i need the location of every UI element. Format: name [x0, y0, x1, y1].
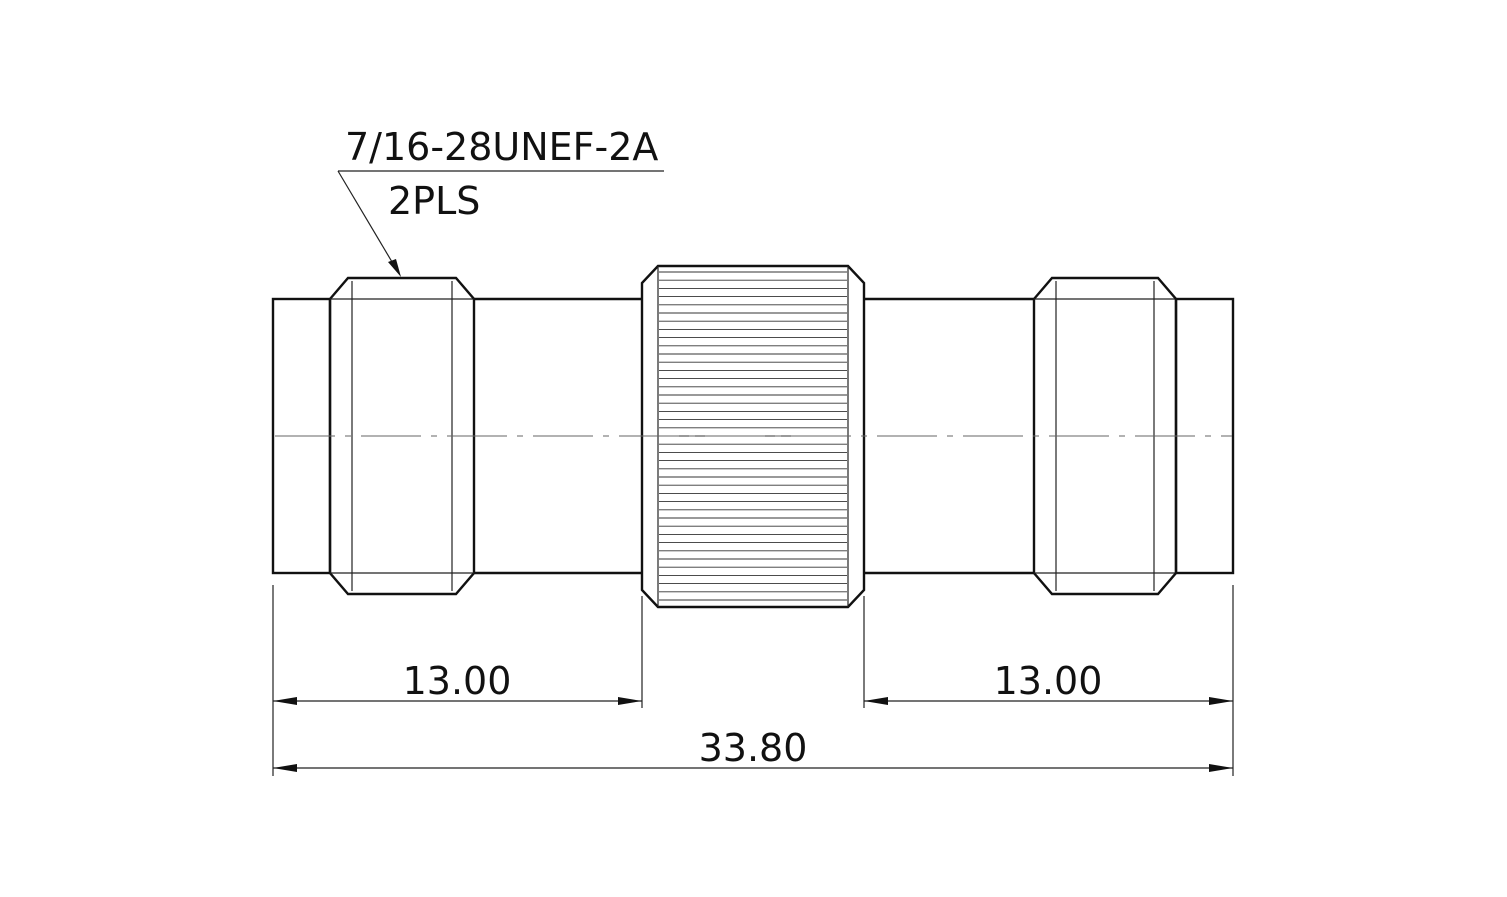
callout-arrowhead: [388, 259, 401, 277]
knurl-lines: [659, 271, 847, 601]
callout-leader: [337, 170, 399, 273]
left-shaft: [474, 297, 642, 575]
right-shaft: [864, 297, 1034, 575]
dim-left-label: 13.00: [403, 659, 512, 703]
dim-overall-arrow-end: [1209, 764, 1233, 772]
dim-overall-label: 33.80: [699, 726, 808, 770]
callout-places: 2PLS: [388, 179, 480, 223]
dim-left-arrow-end: [618, 697, 642, 705]
dim-left-arrow-start: [273, 697, 297, 705]
dim-right-arrow-start: [864, 697, 888, 705]
dim-right-arrow-end: [1209, 697, 1233, 705]
dim-overall-arrow-start: [273, 764, 297, 772]
callout-thread-spec: 7/16-28UNEF-2A: [345, 125, 658, 169]
dim-right-label: 13.00: [994, 659, 1103, 703]
